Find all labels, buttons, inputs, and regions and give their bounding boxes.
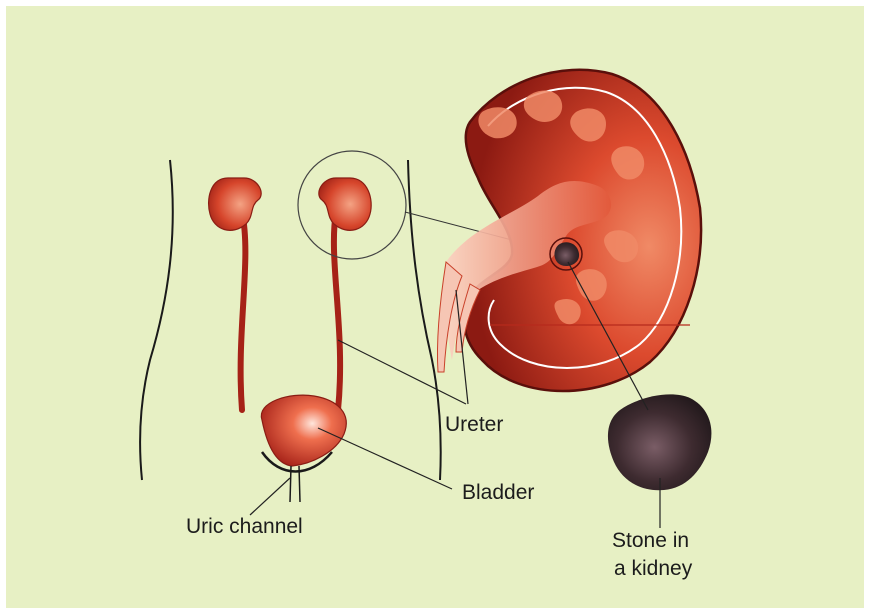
- urethra-right: [299, 466, 300, 502]
- background-panel: [6, 6, 864, 608]
- urethra-left: [290, 466, 291, 502]
- bladder-label: Bladder: [462, 480, 534, 505]
- ureter-label: Ureter: [445, 412, 503, 437]
- stone-label-line2: a kidney: [614, 556, 692, 581]
- uric-channel-label: Uric channel: [186, 514, 303, 539]
- stone-label-line1: Stone in: [612, 528, 689, 553]
